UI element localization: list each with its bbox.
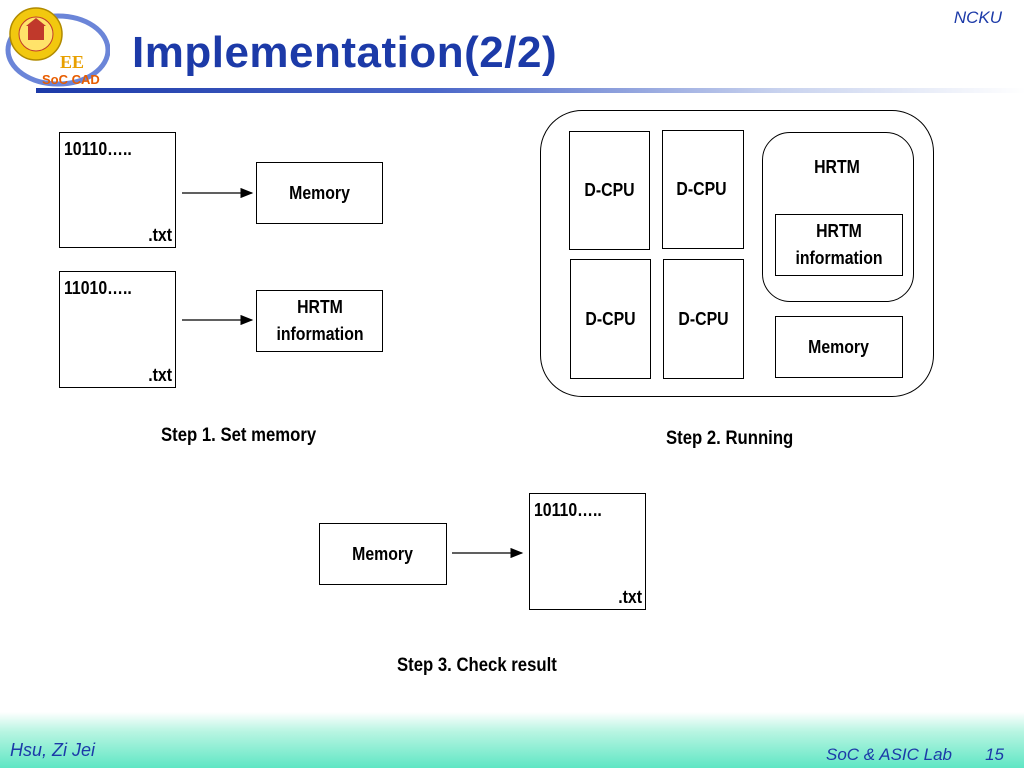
footer-band — [0, 712, 1024, 768]
dcpu-box-1: D-CPU — [569, 131, 650, 250]
footer-lab: SoC & ASIC Lab — [826, 745, 952, 764]
logo-ee-text: EE — [60, 52, 85, 72]
logo: EE SoC CAD — [4, 4, 111, 88]
title-rule — [36, 88, 1024, 93]
dcpu-box-4: D-CPU — [663, 259, 744, 379]
step1-caption: Step 1. Set memory — [161, 425, 317, 446]
file-ext-2: .txt — [148, 365, 172, 385]
dcpu-box-3: D-CPU — [570, 259, 651, 379]
file-box-2: 11010….. .txt — [59, 271, 176, 388]
ncku-seal-icon — [5, 7, 111, 87]
hrtm-title: HRTM — [814, 157, 860, 177]
file-content-3: 10110….. — [534, 500, 602, 520]
hrtm-info-box-step1: HRTM information — [256, 290, 383, 352]
footer-author: Hsu, Zi Jei — [10, 740, 96, 760]
memory-box-step1: Memory — [256, 162, 383, 224]
memory-box-step3: Memory — [319, 523, 447, 585]
step2-caption: Step 2. Running — [666, 428, 794, 449]
file-content-1: 10110….. — [64, 139, 132, 159]
page-title: Implementation(2/2) — [132, 28, 558, 77]
hrtm-info-box-step2: HRTM information — [775, 214, 903, 276]
step3-caption: Step 3. Check result — [397, 655, 557, 676]
org-label: NCKU — [953, 8, 1002, 27]
file-box-1: 10110….. .txt — [59, 132, 176, 248]
memory-box-step2: Memory — [775, 316, 903, 378]
file-ext-1: .txt — [148, 225, 172, 245]
file-ext-3: .txt — [618, 587, 642, 607]
footer-page-number: 15 — [985, 745, 1004, 764]
dcpu-box-2: D-CPU — [662, 130, 744, 249]
logo-soc-cad-text: SoC CAD — [42, 72, 100, 87]
file-box-3: 10110….. .txt — [529, 493, 646, 610]
file-content-2: 11010….. — [64, 278, 132, 298]
